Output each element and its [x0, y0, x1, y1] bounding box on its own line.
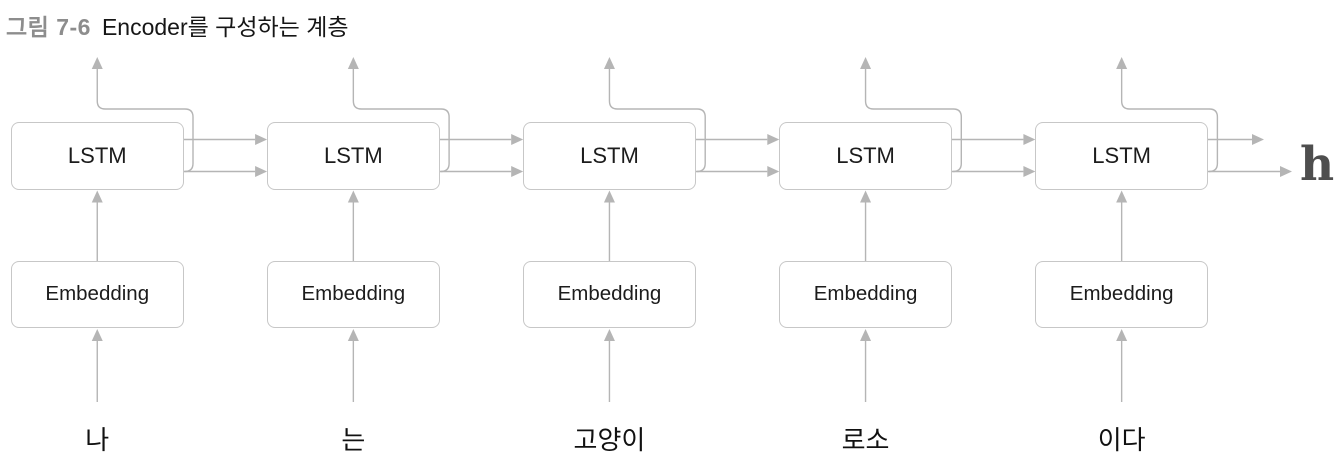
embedding-to-lstm-arrow-head-1	[347, 190, 359, 203]
embedding-to-lstm-arrow-head-2	[603, 190, 615, 203]
final-cell-state-arrow-head	[1252, 134, 1264, 145]
input-token-3: 로소	[841, 425, 890, 455]
figure-number-label: 그림 7-6	[6, 14, 91, 40]
embedding-label: Embedding	[557, 282, 662, 306]
lstm-output-up-arrow-head-1	[347, 57, 359, 69]
lstm-label: LSTM	[836, 142, 895, 168]
lstm-label: LSTM	[580, 142, 639, 168]
embedding-box-4: Embedding	[1035, 261, 1208, 328]
lstm-label: LSTM	[324, 142, 383, 168]
hidden-state-arrow-head-0	[255, 166, 268, 177]
lstm-output-up-arrow-head-0	[91, 57, 103, 69]
lstm-label: LSTM	[1092, 142, 1151, 168]
figure-caption: 그림 7-6 Encoder를 구성하는 계층	[6, 8, 349, 42]
lstm-box-2: LSTM	[523, 122, 696, 190]
embedding-to-lstm-arrow-head-0	[91, 190, 103, 203]
figure-title: Encoder를 구성하는 계층	[101, 14, 349, 40]
input-arrow-head-4	[1116, 329, 1128, 341]
lstm-output-up-branch-2	[608, 69, 706, 173]
embedding-label: Embedding	[301, 282, 406, 306]
lstm-output-up-branch-0	[96, 69, 194, 173]
cell-state-arrow-head-2	[767, 134, 780, 145]
input-token-0: 나	[85, 425, 110, 455]
lstm-output-up-arrow-head-4	[1116, 57, 1128, 69]
embedding-to-lstm-arrow-head-3	[860, 190, 872, 203]
lstm-output-up-branch-3	[864, 69, 962, 173]
embedding-box-1: Embedding	[267, 261, 440, 328]
hidden-state-arrow-head-2	[767, 166, 780, 177]
lstm-box-3: LSTM	[779, 122, 952, 190]
lstm-box-0: LSTM	[11, 122, 184, 190]
lstm-output-up-branch-4	[1120, 69, 1219, 173]
embedding-box-2: Embedding	[523, 261, 696, 328]
input-arrow-head-2	[603, 329, 615, 341]
lstm-output-up-arrow-head-2	[603, 57, 615, 69]
input-arrow-head-0	[91, 329, 103, 341]
input-token-1: 는	[341, 425, 366, 455]
lstm-label: LSTM	[67, 142, 127, 168]
hidden-state-arrow-head-1	[511, 166, 524, 177]
cell-state-arrow-head-0	[255, 134, 268, 145]
cell-state-arrow-head-3	[1023, 134, 1036, 145]
final-hidden-state-arrow-head	[1280, 166, 1292, 177]
embedding-to-lstm-arrow-head-4	[1116, 190, 1128, 203]
embedding-label: Embedding	[1069, 282, 1174, 306]
cell-state-arrow-head-1	[511, 134, 524, 145]
input-arrow-head-3	[860, 329, 872, 341]
lstm-output-up-arrow-head-3	[860, 57, 872, 69]
lstm-box-1: LSTM	[267, 122, 440, 190]
input-token-2: 고양이	[573, 425, 646, 455]
embedding-box-0: Embedding	[11, 261, 184, 328]
hidden-state-output-label: h	[1300, 137, 1335, 192]
embedding-box-3: Embedding	[779, 261, 952, 328]
embedding-label: Embedding	[813, 282, 918, 306]
lstm-box-4: LSTM	[1035, 122, 1208, 190]
input-arrow-head-1	[347, 329, 359, 341]
hidden-state-arrow-head-3	[1023, 166, 1036, 177]
input-token-4: 이다	[1097, 425, 1146, 455]
embedding-label: Embedding	[45, 282, 150, 306]
lstm-output-up-branch-1	[352, 69, 450, 173]
